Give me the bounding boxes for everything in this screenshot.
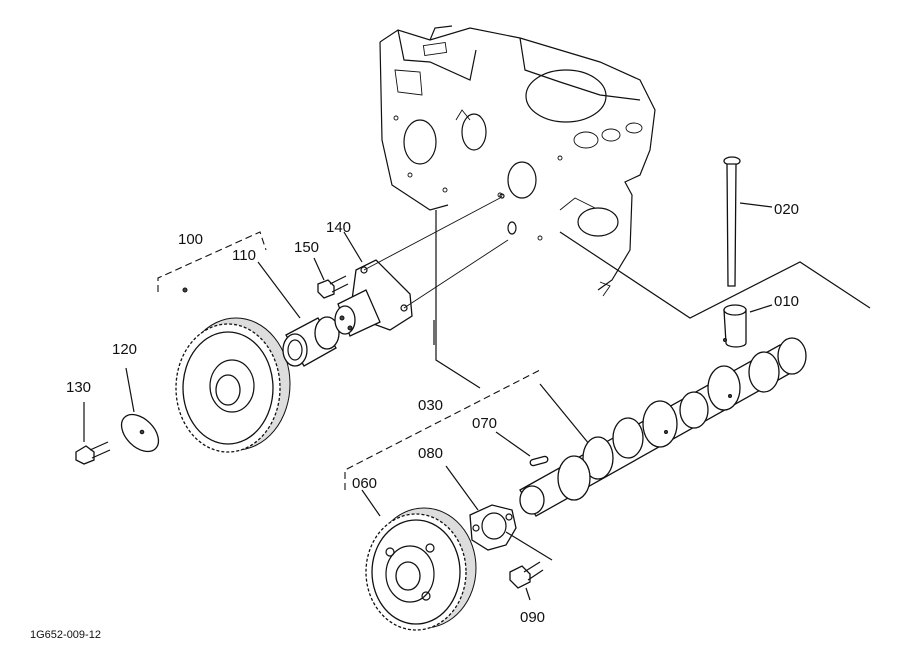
label-030: 030 [418, 397, 443, 414]
part-labels: 020 010 030 070 080 060 090 100 110 140 … [66, 201, 799, 626]
tappet-010 [723, 304, 773, 348]
label-060: 060 [352, 475, 377, 492]
collar-120 [120, 367, 160, 453]
label-090: 090 [520, 609, 545, 626]
idle-gear-100 [157, 231, 291, 453]
thrust-plate-080 [445, 465, 553, 561]
label-020: 020 [774, 201, 799, 218]
label-130: 130 [66, 379, 91, 396]
bolt-150 [313, 257, 349, 299]
label-150: 150 [294, 239, 319, 256]
label-100: 100 [178, 231, 203, 248]
label-080: 080 [418, 445, 443, 462]
bushing-110 [257, 261, 340, 367]
bolt-130 [75, 402, 111, 465]
assembly-lines [344, 210, 871, 490]
label-120: 120 [112, 341, 137, 358]
bolt-090 [509, 561, 544, 601]
label-070: 070 [472, 415, 497, 432]
push-rod-020 [723, 156, 773, 287]
label-140: 140 [326, 219, 351, 236]
engine-block [379, 25, 656, 297]
camshaft-030 [519, 337, 807, 517]
reference-code: 1G652-009-12 [30, 629, 101, 641]
label-010: 010 [774, 293, 799, 310]
idle-gear-shaft-140 [334, 193, 517, 337]
label-110: 110 [232, 247, 256, 264]
cam-gear-060 [361, 489, 477, 631]
key-070 [495, 431, 549, 467]
